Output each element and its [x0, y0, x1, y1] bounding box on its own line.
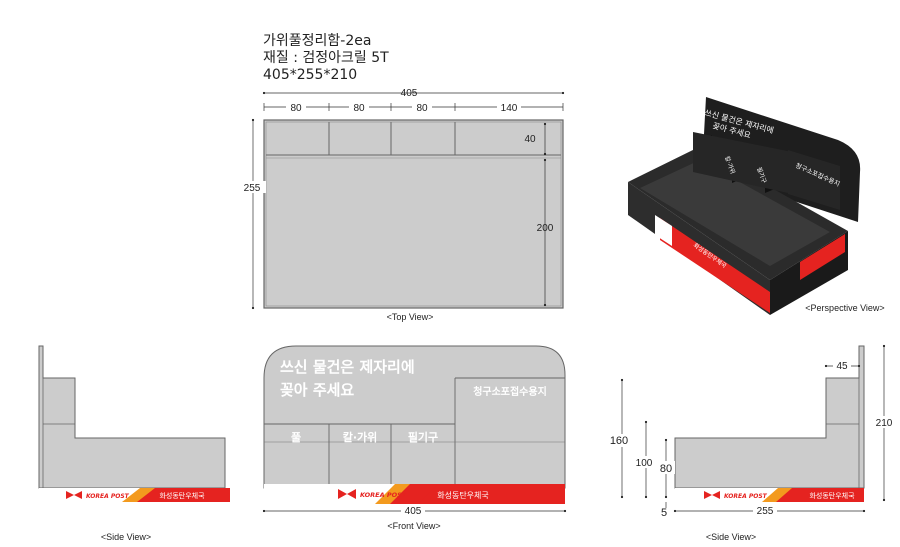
- top-view-caption: <Top View>: [387, 312, 434, 322]
- front-label-2: 칼·가위: [343, 430, 378, 444]
- top-dim-section-4: 140: [501, 103, 518, 114]
- front-label-right: 청구소포접수용지: [473, 385, 547, 398]
- side-view-left: KOREA POST 화성동탄우체국 <Side View>: [38, 345, 230, 542]
- front-title-1: 쓰신 물건은 제자리에: [280, 358, 415, 376]
- side-view-left-caption: <Side View>: [101, 532, 151, 542]
- side-left-logo: KOREA POST: [86, 493, 130, 500]
- side-right-dim-100: 100: [636, 458, 653, 469]
- top-dim-total-depth: 255: [244, 183, 261, 194]
- front-logo: KOREA POST: [360, 491, 407, 499]
- front-dim-width: 405: [405, 506, 422, 517]
- perspective-view: 쓰신 물건은 제자리에 꽂아 주세요 칼·가위 필기구 청구소포접수용지 화성동…: [628, 97, 885, 315]
- top-dim-total-width: 405: [401, 88, 418, 99]
- front-label-3: 필기구: [408, 430, 438, 444]
- side-right-dim-5: 5: [661, 507, 667, 519]
- front-label-1: 풀: [291, 431, 301, 444]
- top-dim-section-1: 80: [290, 103, 302, 114]
- side-right-dim-top: 45: [836, 361, 848, 372]
- side-right-logo: KOREA POST: [724, 493, 768, 500]
- perspective-view-caption: <Perspective View>: [805, 303, 884, 313]
- side-right-dim-width: 255: [757, 506, 774, 517]
- front-view-caption: <Front View>: [387, 521, 440, 531]
- spec-dimensions: 405*255*210: [263, 67, 358, 83]
- top-view: 405 80 80 80 140 40 200 2: [240, 88, 565, 322]
- front-office: 화성동탄우체국: [437, 490, 489, 500]
- side-left-office: 화성동탄우체국: [159, 491, 205, 500]
- side-right-dim-80: 80: [660, 463, 672, 475]
- spec-material: 재질 : 검정아크릴 5T: [263, 50, 389, 66]
- side-view-right-caption: <Side View>: [706, 532, 756, 542]
- front-title-2: 꽂아 주세요: [280, 381, 354, 399]
- spec-title: 가위풀정리함-2ea: [263, 33, 372, 49]
- top-dim-back-depth: 200: [537, 223, 554, 234]
- side-view-right: KOREA POST 화성동탄우체국 45 210 160 100 80 5 2…: [604, 344, 896, 542]
- top-dim-section-2: 80: [353, 103, 365, 114]
- side-right-dim-total: 210: [876, 418, 893, 429]
- side-right-office: 화성동탄우체국: [809, 491, 855, 500]
- front-view: 쓰신 물건은 제자리에 꽂아 주세요 청구소포접수용지 풀 칼·가위 필기구 K…: [262, 345, 567, 531]
- top-dim-section-3: 80: [416, 103, 428, 114]
- top-dim-front-depth: 40: [524, 134, 536, 145]
- side-right-dim-160: 160: [610, 435, 628, 447]
